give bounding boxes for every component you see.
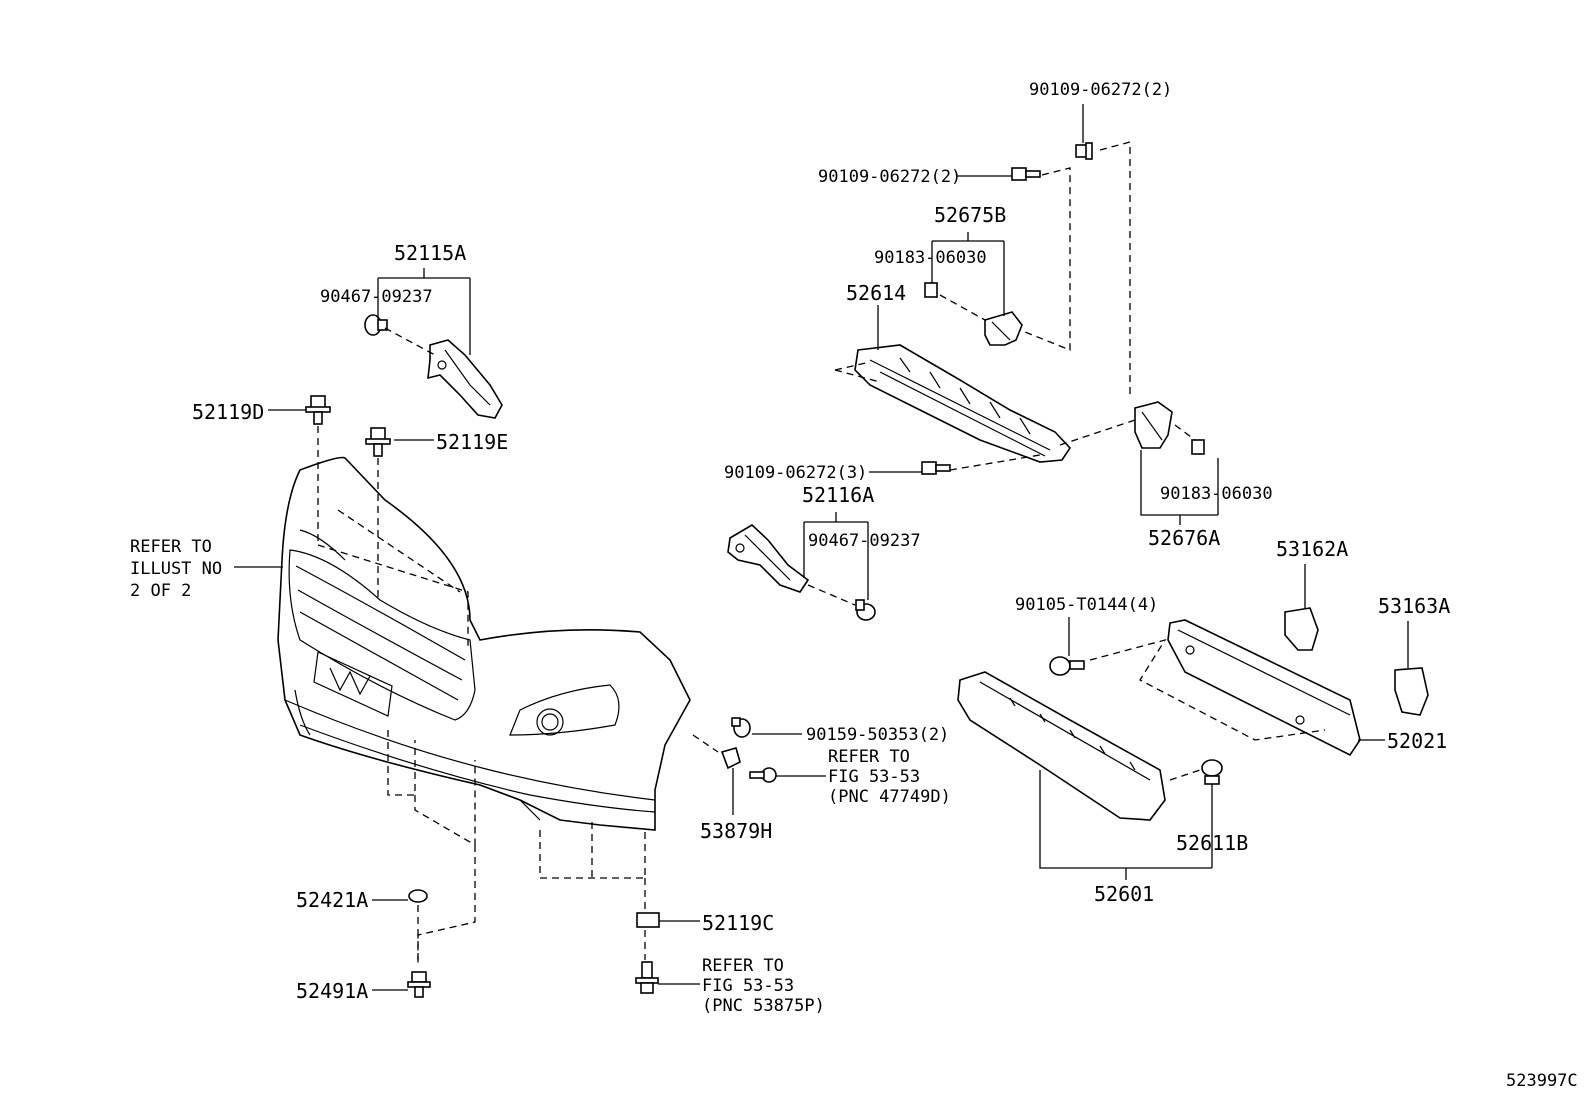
label-52021: 52021 bbox=[1387, 729, 1447, 753]
bracket-53163A bbox=[1394, 667, 1429, 716]
label-90109-06272-2-top: 90109-06272(2) bbox=[1029, 80, 1172, 100]
label-52614: 52614 bbox=[846, 281, 906, 305]
flange-bolt-icon bbox=[305, 395, 331, 425]
label-refer-fig-a-3: (PNC 47749D) bbox=[828, 787, 951, 807]
label-refer-illust-1: REFER TO bbox=[130, 537, 212, 557]
flange-bolt-icon bbox=[855, 599, 876, 621]
clip-icon bbox=[408, 889, 428, 903]
label-refer-fig-b-3: (PNC 53875P) bbox=[702, 996, 825, 1016]
label-90109-06272-3: 90109-06272(3) bbox=[724, 463, 867, 483]
label-52119C: 52119C bbox=[702, 911, 774, 935]
label-52421A: 52421A bbox=[296, 888, 368, 912]
flange-bolt-icon bbox=[731, 717, 751, 738]
label-90159-50353-2: 90159-50353(2) bbox=[806, 725, 949, 745]
label-52116A: 52116A bbox=[802, 483, 874, 507]
flange-bolt-icon bbox=[1075, 142, 1093, 160]
label-90467-09237-b: 90467-09237 bbox=[808, 531, 921, 551]
label-53163A: 53163A bbox=[1378, 594, 1450, 618]
front-bumper-cover bbox=[277, 456, 691, 831]
square-nut-icon bbox=[1191, 439, 1205, 455]
label-90109-06272-2-mid: 90109-06272(2) bbox=[818, 167, 961, 187]
label-refer-illust-2: ILLUST NO bbox=[130, 559, 222, 579]
flange-bolt-icon bbox=[407, 971, 431, 998]
bracket-52676A bbox=[1134, 401, 1173, 449]
flange-bolt-icon bbox=[365, 427, 391, 457]
label-52676A: 52676A bbox=[1148, 526, 1220, 550]
label-53879H: 53879H bbox=[700, 819, 772, 843]
label-refer-fig-a-2: FIG 53-53 bbox=[828, 767, 920, 787]
part-number-labels: 52115A 90467-09237 52119D 52119E REFER T… bbox=[130, 80, 1578, 1091]
label-52675B: 52675B bbox=[934, 203, 1006, 227]
bumper-arm-52021 bbox=[1167, 619, 1361, 757]
flange-bolt-icon bbox=[921, 461, 951, 475]
label-52601: 52601 bbox=[1094, 882, 1154, 906]
clip-icon bbox=[1201, 759, 1223, 785]
leader-lines bbox=[234, 104, 1409, 991]
flange-bolt-icon bbox=[635, 961, 659, 994]
label-refer-fig-b-1: REFER TO bbox=[702, 956, 784, 976]
flange-bolt-icon bbox=[749, 767, 777, 783]
flange-bolt-icon bbox=[364, 314, 388, 336]
bracket-52116A bbox=[727, 524, 810, 593]
label-52119E: 52119E bbox=[436, 430, 508, 454]
label-52119D: 52119D bbox=[192, 400, 264, 424]
bracket-52675B bbox=[984, 311, 1023, 346]
label-refer-fig-a-1: REFER TO bbox=[828, 747, 910, 767]
bumper-support-52614 bbox=[854, 344, 1072, 463]
diagram-id: 523997C bbox=[1506, 1071, 1578, 1091]
label-90183-06030-a: 90183-06030 bbox=[874, 248, 987, 268]
bracket-53162A bbox=[1284, 607, 1319, 651]
label-53162A: 53162A bbox=[1276, 537, 1348, 561]
clip-icon bbox=[636, 912, 660, 928]
label-refer-illust-3: 2 OF 2 bbox=[130, 581, 191, 601]
reinforcement-52601 bbox=[957, 671, 1166, 821]
flange-bolt-icon bbox=[1049, 656, 1085, 676]
label-refer-fig-b-2: FIG 53-53 bbox=[702, 976, 794, 996]
flange-bolt-icon bbox=[1011, 167, 1041, 181]
square-nut-icon bbox=[924, 282, 938, 298]
bracket-52115A bbox=[427, 339, 503, 419]
clip-icon bbox=[720, 747, 741, 770]
label-90467-09237-a: 90467-09237 bbox=[320, 287, 433, 307]
label-52491A: 52491A bbox=[296, 979, 368, 1003]
label-52611B: 52611B bbox=[1176, 831, 1248, 855]
label-90105-T0144-4: 90105-T0144(4) bbox=[1015, 595, 1158, 615]
label-90183-06030-b: 90183-06030 bbox=[1160, 484, 1273, 504]
label-52115A: 52115A bbox=[394, 241, 466, 265]
